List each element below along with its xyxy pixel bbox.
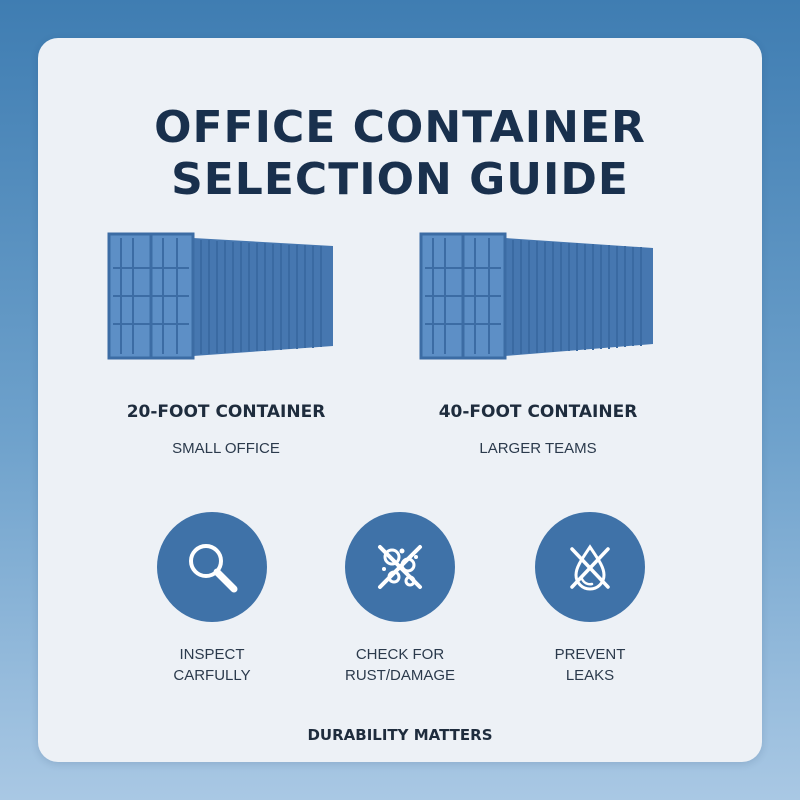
container-40ft-subtitle: LARGER TEAMS — [479, 440, 597, 457]
container-40ft-label: 40-FOOT CONTAINER — [438, 402, 638, 422]
feature-inspect-label: INSPECT CARFULLY — [122, 644, 302, 686]
feature-inspect-circle — [157, 512, 267, 622]
feature-inspect: INSPECT CARFULLY — [122, 512, 302, 686]
feature-leaks-label: PREVENT LEAKS — [500, 644, 680, 686]
title-line-1: OFFICE CONTAINER — [154, 102, 646, 153]
water-drop-crossed-icon — [570, 544, 610, 591]
feature-rust-check: CHECK FOR RUST/DAMAGE — [310, 512, 490, 686]
shipping-container-20ft-icon — [107, 232, 333, 360]
feature-rust-line-2: RUST/DAMAGE — [344, 667, 455, 684]
title-line-2: SELECTION GUIDE — [171, 154, 629, 205]
guide-card: OFFICE CONTAINER SELECTION GUIDE — [38, 38, 762, 762]
feature-inspect-line-1: INSPECT — [179, 646, 245, 663]
feature-rust-label: CHECK FOR RUST/DAMAGE — [310, 644, 490, 686]
container-20ft-label: 20-FOOT CONTAINER — [126, 402, 326, 422]
feature-rust-line-1: CHECK FOR — [355, 646, 445, 663]
container-option-40ft: 40-FOOT CONTAINER LARGER TEAMS — [398, 228, 678, 457]
container-option-20ft: 20-FOOT CONTAINER SMALL OFFICE — [86, 228, 366, 457]
container-20ft-subtitle: SMALL OFFICE — [172, 440, 280, 457]
shipping-container-40ft-icon — [419, 232, 653, 360]
feature-prevent-leaks: PREVENT LEAKS — [500, 512, 680, 686]
feature-leaks-line-1: PREVENT — [554, 646, 626, 663]
feature-leaks-circle — [535, 512, 645, 622]
magnifying-glass-icon — [189, 544, 238, 593]
feature-leaks-line-2: LEAKS — [565, 667, 615, 684]
page-title: OFFICE CONTAINER SELECTION GUIDE — [38, 102, 762, 206]
footer-tagline: DURABILITY MATTERS — [307, 726, 493, 744]
rust-damage-crossed-icon — [378, 545, 422, 589]
feature-rust-circle — [345, 512, 455, 622]
feature-inspect-line-2: CARFULLY — [173, 667, 251, 684]
